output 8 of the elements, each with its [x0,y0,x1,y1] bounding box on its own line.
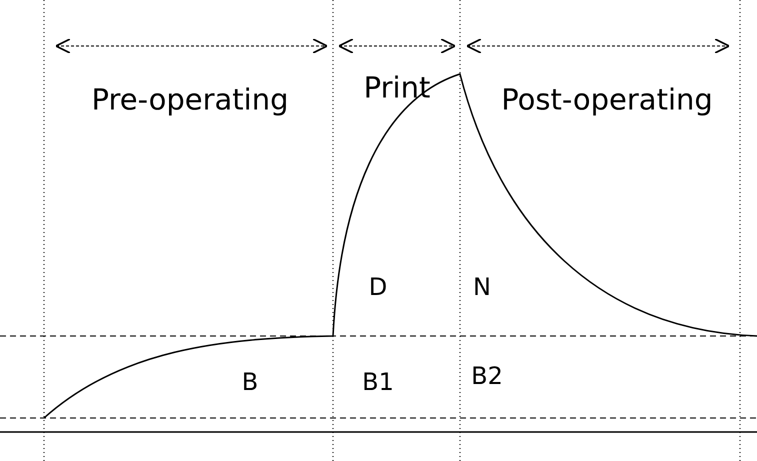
region-label: B1 [362,370,394,394]
region-label: N [473,275,491,299]
region-label: B2 [471,364,503,388]
region-label: B [242,370,258,394]
phase-label: Print [364,74,430,102]
phase-label: Post-operating [501,86,713,114]
region-label: D [368,275,388,299]
phase-label: Pre-operating [92,86,288,114]
